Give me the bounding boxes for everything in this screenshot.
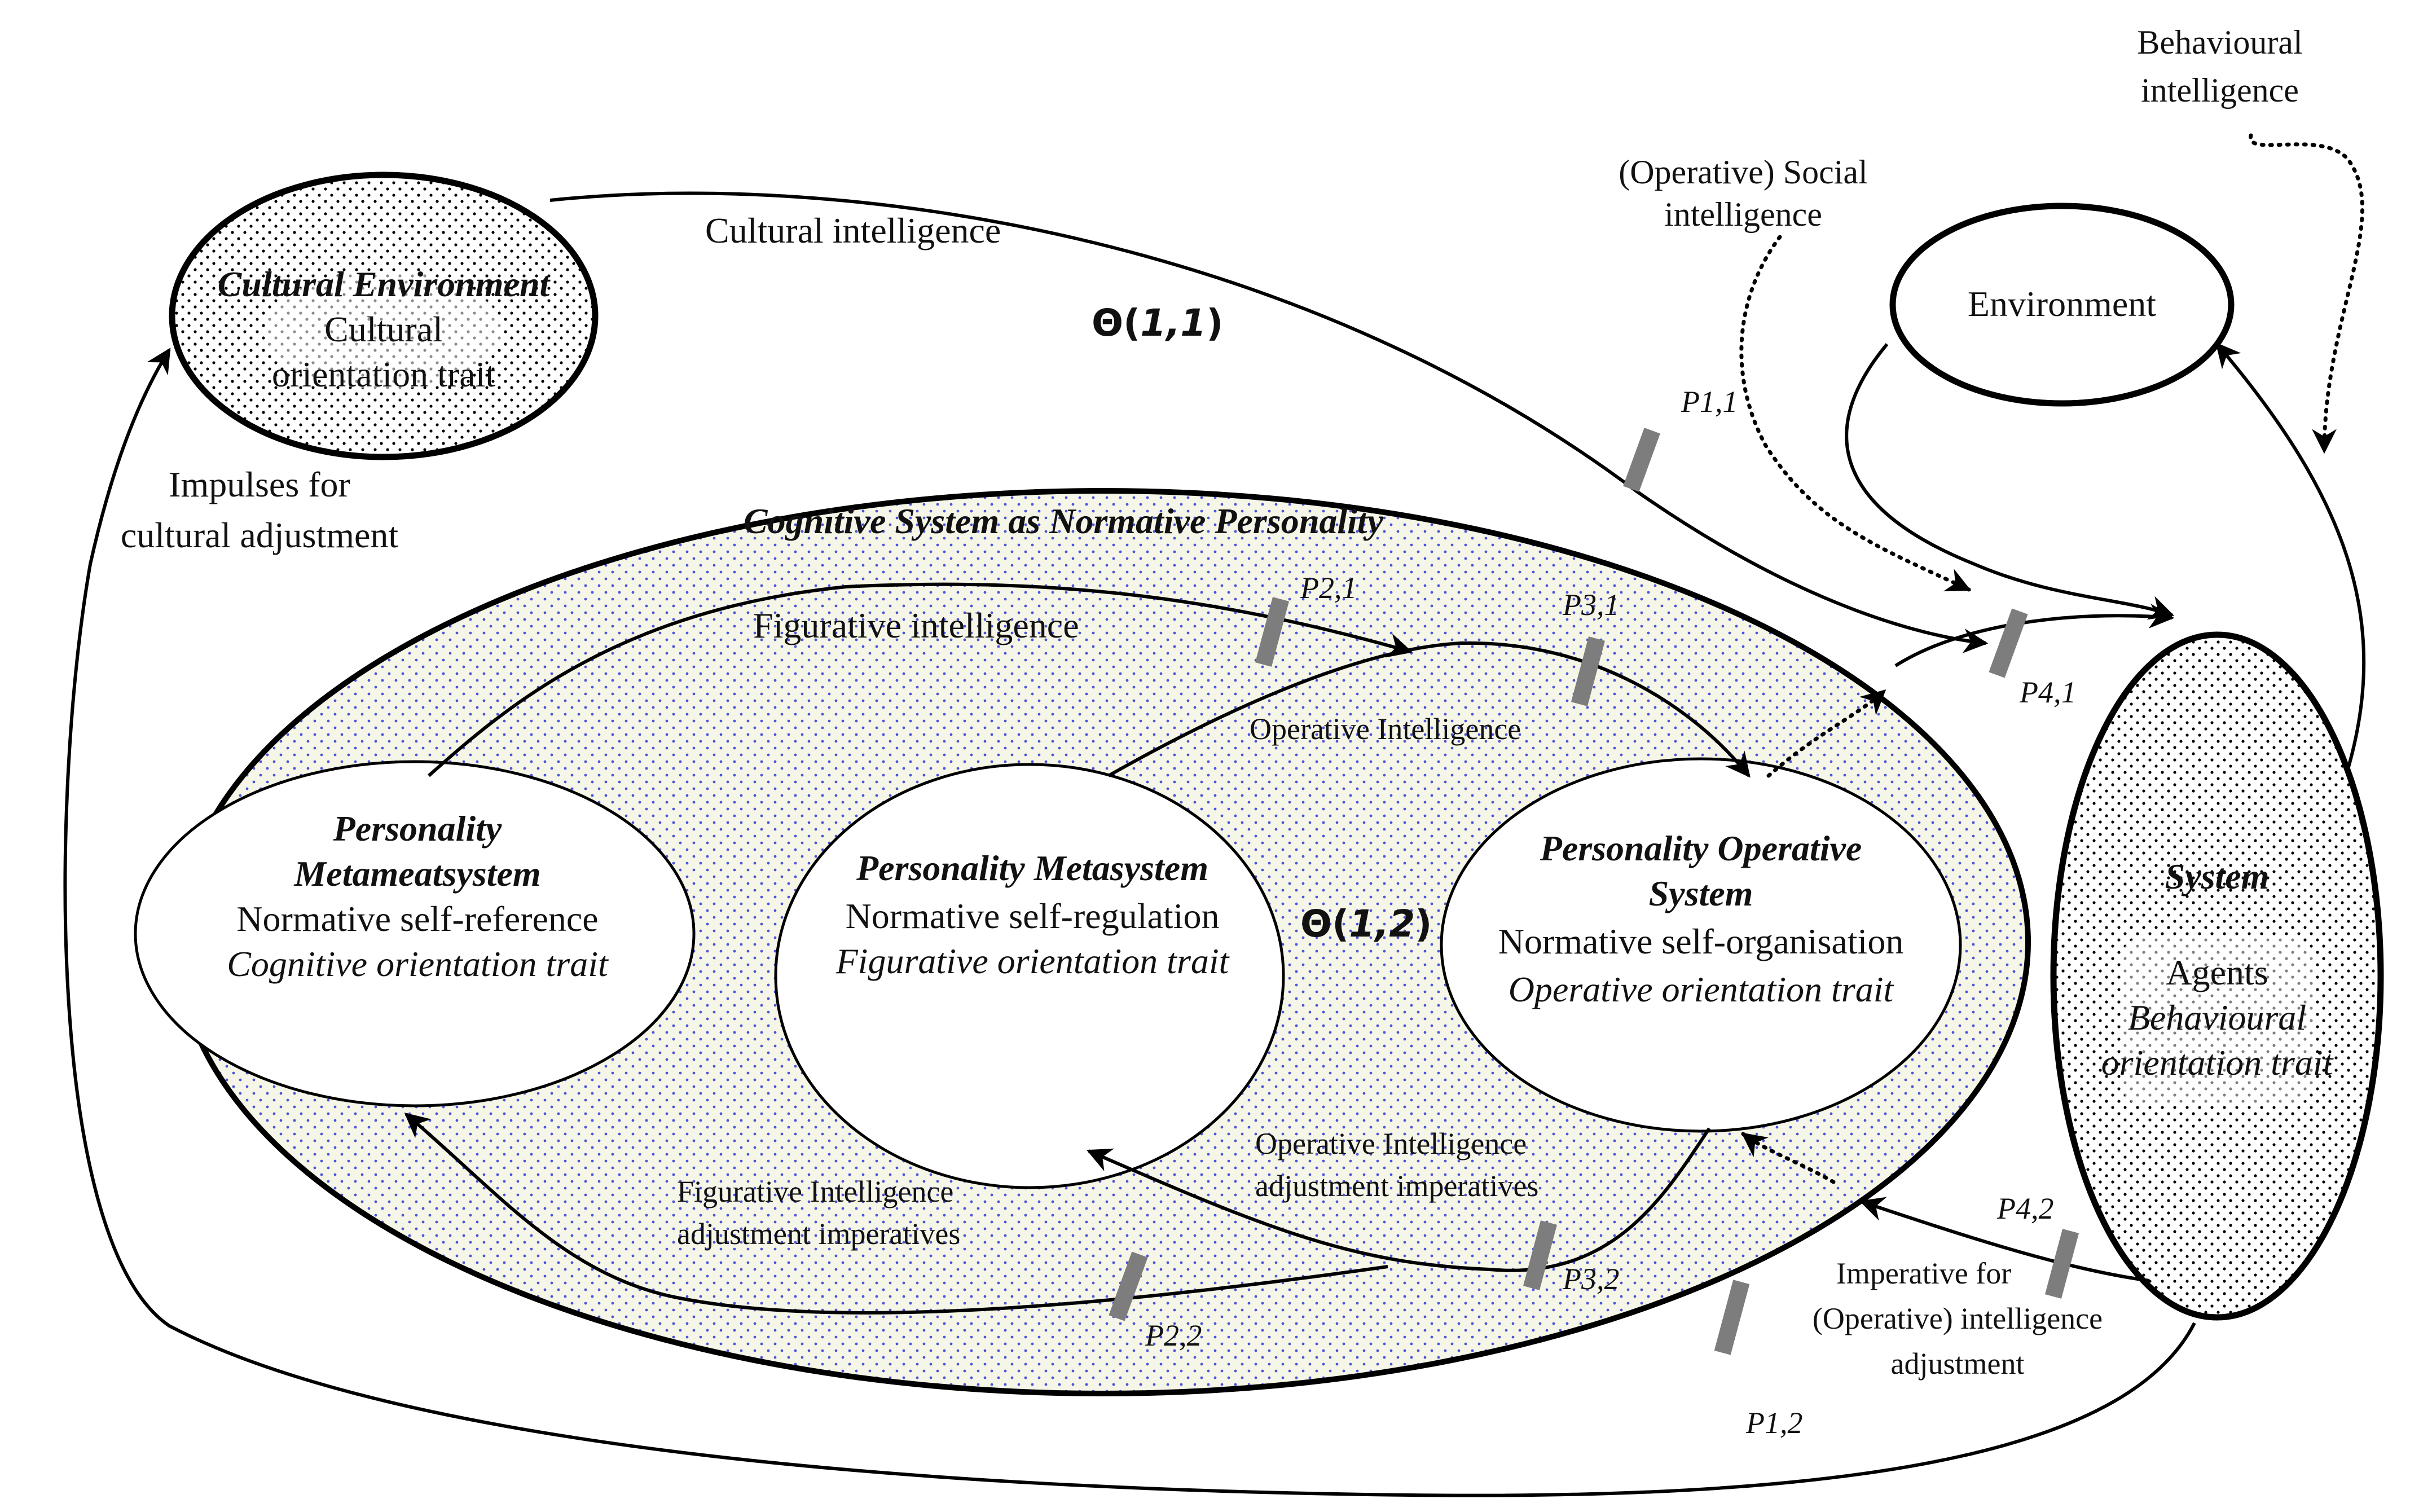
system-to-environment-arrow xyxy=(2215,342,2366,773)
boundary-marker-p31 xyxy=(1571,636,1606,706)
cultural-environment-text-bg xyxy=(265,271,502,389)
boundary-marker-p11 xyxy=(1623,428,1660,492)
metasystem-title: Personality Metasystem xyxy=(856,848,1208,888)
cultural-adjustment-impulse-arrow xyxy=(63,348,2196,1497)
boundary-marker-p32 xyxy=(1523,1220,1558,1290)
system-line2: Behavioural xyxy=(2128,997,2306,1038)
cultural-intelligence-label: Cultural intelligence xyxy=(705,210,1001,250)
metasystem-line2: Figurative orientation trait xyxy=(835,941,1230,981)
operative-intelligence-label: Operative Intelligence xyxy=(1250,712,1521,746)
boundary-label-p22: P2,2 xyxy=(1145,1318,1202,1352)
system-title: System xyxy=(2165,856,2270,896)
figurative-adjustment-arrow xyxy=(404,1113,1388,1315)
boundary-label-p21: P2,1 xyxy=(1300,571,1357,605)
boundary-label-p12: P1,2 xyxy=(1745,1406,1803,1440)
figurative-intelligence-label: Figurative intelligence xyxy=(753,605,1079,645)
social-intelligence-label-1: (Operative) Social xyxy=(1619,153,1867,191)
metametasystem-line1: Normative self-reference xyxy=(236,899,598,939)
metasystem-line1: Normative self-regulation xyxy=(846,896,1220,936)
behavioural-intelligence-dotted-arrow xyxy=(2249,133,2364,454)
operative-system-line1: Normative self-organisation xyxy=(1498,921,1904,961)
boundary-marker-p42 xyxy=(2044,1229,2079,1299)
metametasystem-title1: Personality xyxy=(333,808,502,849)
metametasystem-line2: Cognitive orientation trait xyxy=(227,944,609,984)
boundary-marker-p21 xyxy=(1255,597,1290,667)
imperative-label-3: adjustment xyxy=(1891,1347,2025,1381)
behavioural-intelligence-label-2: intelligence xyxy=(2141,72,2299,109)
system-line1: Agents xyxy=(2166,952,2268,992)
environment-title: Environment xyxy=(1968,284,2156,324)
operative-adjustment-label-2: adjustment imperatives xyxy=(1255,1169,1538,1203)
social-intelligence-label-2: intelligence xyxy=(1664,196,1822,233)
system-line3: orientation trait xyxy=(2101,1043,2334,1083)
figurative-intelligence-arrow xyxy=(428,582,1413,777)
metametasystem-ellipse xyxy=(134,760,696,1107)
figurative-adjustment-label-2: adjustment imperatives xyxy=(677,1217,960,1251)
impulses-label-2: cultural adjustment xyxy=(121,515,399,555)
cultural-environment-title: Cultural Environment xyxy=(218,264,551,304)
operative-system-ellipse xyxy=(1440,757,1962,1133)
operative-intelligence-arrow xyxy=(1107,641,1751,778)
boundary-label-p41: P4,1 xyxy=(2019,675,2077,709)
boundary-marker-p41 xyxy=(1989,608,2028,678)
imperative-adjustment-arrow xyxy=(1859,1197,2150,1282)
boundary-label-p32: P3,2 xyxy=(1562,1262,1620,1296)
operative-to-system-arrow xyxy=(1894,603,2175,667)
cognitive-system-title: Cognitive System as Normative Personalit… xyxy=(744,501,1384,541)
imperative-label-2: (Operative) intelligence xyxy=(1813,1302,2103,1335)
boundary-label-p11: P1,1 xyxy=(1681,385,1738,419)
social-intelligence-dotted-arrow xyxy=(1739,235,1971,592)
cultural-environment-line1: Cultural xyxy=(324,309,443,349)
theta-11-label: Θ(1,1) xyxy=(1092,301,1223,345)
impulses-label-1: Impulses for xyxy=(169,464,350,504)
environment-ellipse xyxy=(1889,203,2235,407)
metametasystem-title2: Metameatsystem xyxy=(293,854,540,894)
figurative-adjustment-label-1: Figurative Intelligence xyxy=(677,1175,953,1208)
operative-system-title1: Personality Operative xyxy=(1540,828,1862,868)
operative-system-line2: Operative orientation trait xyxy=(1509,969,1895,1009)
system-to-operative-dotted-arrow xyxy=(1741,1132,1836,1184)
boundary-label-p31: P3,1 xyxy=(1562,588,1620,622)
boundary-label-p42: P4,2 xyxy=(1996,1192,2054,1225)
behavioural-intelligence-label-1: Behavioural xyxy=(2137,24,2302,61)
boundary-marker-p12 xyxy=(1714,1280,1750,1355)
cultural-intelligence-arrow xyxy=(549,191,1989,653)
operative-system-title2: System xyxy=(1649,873,1753,913)
imperative-label-1: Imperative for xyxy=(1836,1256,2011,1290)
operative-adjustment-label-1: Operative Intelligence xyxy=(1255,1127,1527,1161)
environment-to-system-arrow xyxy=(1845,343,2175,620)
operative-to-system-dotted-arrow xyxy=(1766,689,1886,778)
operative-adjustment-arrow xyxy=(1086,1127,1711,1272)
system-text-bg xyxy=(2121,937,2313,1106)
boundary-marker-p22 xyxy=(1109,1251,1148,1321)
cultural-environment-line2: orientation trait xyxy=(272,354,496,394)
metasystem-ellipse xyxy=(774,763,1285,1189)
theta-12-label: Θ(1,2) xyxy=(1300,902,1432,946)
